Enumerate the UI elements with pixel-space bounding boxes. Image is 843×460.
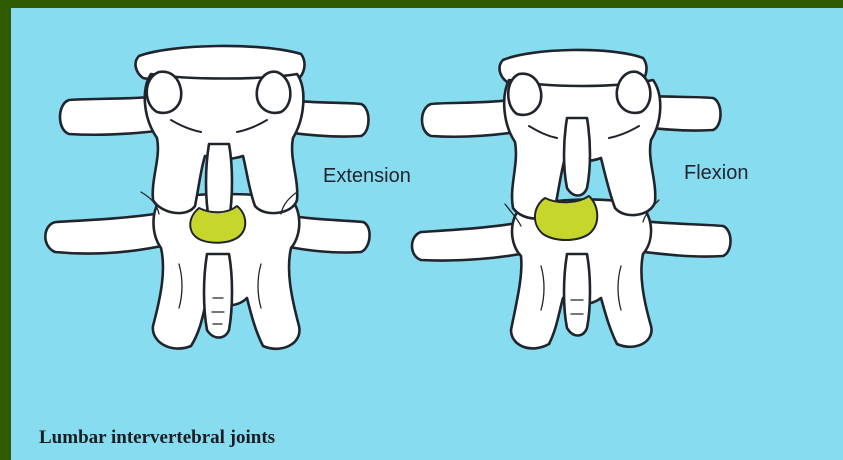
flexion-label: Flexion — [684, 163, 748, 183]
flexion-right-articular-process — [617, 72, 651, 113]
figure-caption: Lumbar intervertebral joints — [39, 427, 275, 449]
vertebrae-illustration — [11, 8, 843, 460]
flexion-upper-left-transverse-process — [422, 100, 517, 137]
flexion-ligamentum-flavum — [535, 196, 597, 240]
flexion-upper-spinous-process — [564, 118, 590, 196]
flexion-lower-spinous-process — [564, 254, 590, 336]
extension-lower-spinous-process — [204, 254, 232, 338]
flexion-left-articular-process — [508, 74, 541, 115]
diagram-panel: Extension Flexion Lumbar intervertebral … — [11, 8, 843, 460]
extension-left-articular-process — [147, 72, 181, 113]
extension-lower-left-transverse-process — [45, 213, 171, 254]
extension-vertebrae — [45, 46, 369, 349]
extension-right-articular-process — [257, 72, 291, 113]
extension-label: Extension — [323, 166, 411, 186]
extension-ligamentum-flavum — [190, 206, 245, 243]
flexion-vertebrae — [412, 50, 731, 348]
